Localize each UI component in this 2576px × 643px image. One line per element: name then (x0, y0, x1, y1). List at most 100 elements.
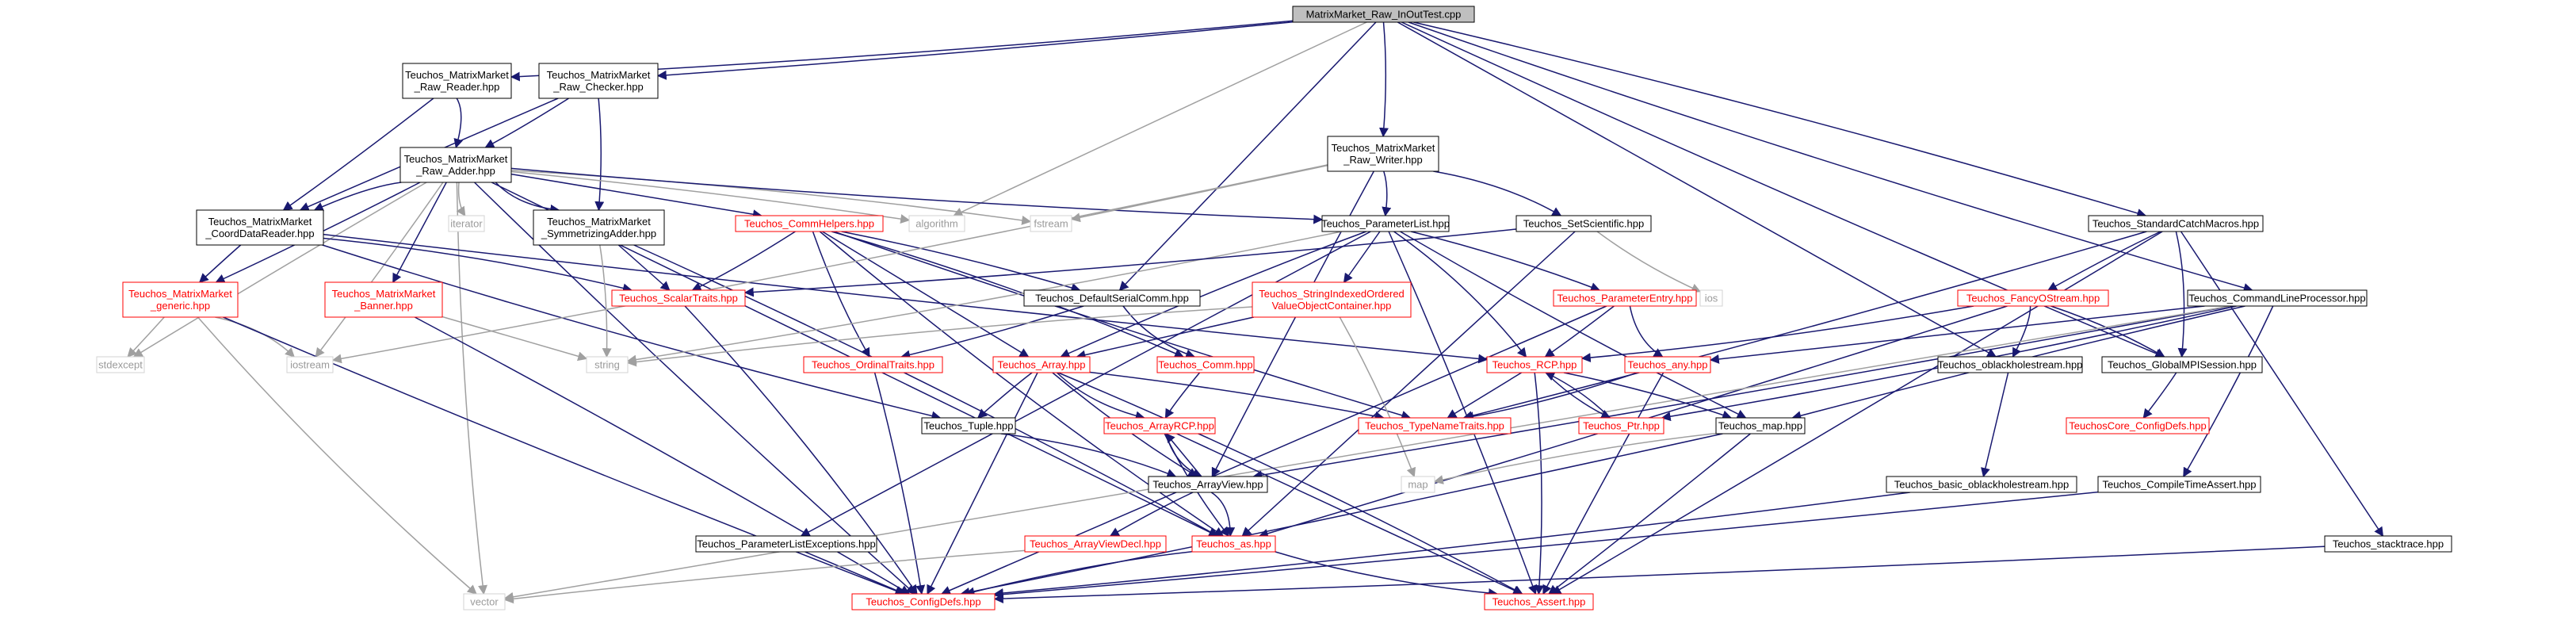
node-arrayview[interactable]: Teuchos_ArrayView.hpp (1148, 476, 1268, 493)
edge-as-to-assert (1275, 551, 1498, 598)
node-box (1321, 215, 1450, 232)
edge-basicoblack-to-configdefs (993, 492, 1910, 598)
node-fstream[interactable]: fstream (1030, 215, 1072, 232)
node-paramlistexc[interactable]: Teuchos_ParameterListExceptions.hpp (695, 535, 877, 553)
node-generic[interactable]: Teuchos_MatrixMarket_generic.hpp (122, 281, 239, 318)
node-box (1292, 6, 1475, 23)
node-box (1103, 417, 1216, 434)
edge-setsci-to-ios (1596, 231, 1702, 293)
node-tuple[interactable]: Teuchos_Tuple.hpp (921, 417, 1016, 434)
node-setsci[interactable]: Teuchos_SetScientific.hpp (1515, 215, 1652, 232)
node-typenametraits[interactable]: Teuchos_TypeNameTraits.hpp (1358, 417, 1512, 434)
edge-commhelpers-to-as (819, 231, 1225, 537)
edge-catch-to-globalmpi (2175, 231, 2188, 358)
node-arrayviewdecl[interactable]: Teuchos_ArrayViewDecl.hpp (1024, 535, 1167, 553)
node-label: _CoordDataReader.hpp (204, 228, 314, 239)
edge-commhelpers-to-typenametraits (833, 231, 1412, 420)
node-box (1699, 289, 1723, 307)
node-box (448, 215, 485, 232)
node-label: iostream (290, 359, 330, 371)
node-label: Teuchos_StandardCatchMacros.hpp (2093, 218, 2259, 230)
node-commhelpers[interactable]: Teuchos_CommHelpers.hpp (735, 215, 884, 232)
node-configdefs[interactable]: Teuchos_ConfigDefs.hpp (851, 593, 996, 610)
node-catch[interactable]: Teuchos_StandardCatchMacros.hpp (2088, 215, 2264, 232)
node-root[interactable]: MatrixMarket_Raw_InOutTest.cpp (1292, 6, 1475, 23)
node-scalartraits[interactable]: Teuchos_ScalarTraits.hpp (611, 289, 746, 307)
edge-paramlist-to-stringindexed (1343, 231, 1381, 283)
node-label: Teuchos_ArrayViewDecl.hpp (1030, 538, 1161, 550)
edge-adder-to-algorithm (510, 170, 911, 224)
node-ordinaltraits[interactable]: Teuchos_OrdinalTraits.hpp (803, 356, 943, 373)
node-oblackhole[interactable]: Teuchos_oblackholestream.hpp (1937, 356, 2083, 373)
node-arrayrcp[interactable]: Teuchos_ArrayRCP.hpp (1103, 417, 1216, 434)
node-algorithm[interactable]: algorithm (908, 215, 965, 232)
edge-paramentry-to-rcp (1544, 305, 1615, 358)
edge-any-to-typenametraits (1464, 372, 1638, 422)
node-stringindexed[interactable]: Teuchos_StringIndexedOrderedValueObjectC… (1252, 281, 1412, 318)
node-writer[interactable]: Teuchos_MatrixMarket_Raw_Writer.hpp (1327, 136, 1439, 172)
node-fancyostream[interactable]: Teuchos_FancyOStream.hpp (1957, 289, 2109, 307)
node-cmdline[interactable]: Teuchos_CommandLineProcessor.hpp (2187, 289, 2368, 307)
edge-oblackhole-to-basicoblack (1981, 372, 2009, 478)
edge-array-to-typenametraits (1089, 371, 1385, 421)
edge-adder-to-banner (392, 182, 447, 284)
node-stdexcept[interactable]: stdexcept (96, 356, 145, 373)
node-label: iterator (450, 218, 483, 230)
node-label: fstream (1034, 218, 1068, 230)
node-rcp[interactable]: Teuchos_RCP.hpp (1486, 356, 1583, 373)
node-box (1252, 281, 1412, 318)
edge-arrayview-to-arrayviewdecl (1109, 492, 1194, 537)
node-label: _Raw_Checker.hpp (552, 81, 643, 93)
node-map[interactable]: map (1401, 476, 1435, 493)
node-checker[interactable]: Teuchos_MatrixMarket_Raw_Checker.hpp (538, 63, 659, 99)
node-label: ValueObjectContainer.hpp (1272, 300, 1392, 312)
node-coord[interactable]: Teuchos_MatrixMarket_CoordDataReader.hpp (196, 209, 324, 246)
edge-root-to-algorithm (953, 21, 1367, 216)
node-symm[interactable]: Teuchos_MatrixMarket_SymmetrizingAdder.h… (533, 209, 665, 246)
node-box (122, 281, 239, 318)
node-map-hpp[interactable]: Teuchos_map.hpp (1715, 417, 1806, 434)
node-label: Teuchos_Array.hpp (997, 359, 1085, 371)
node-any[interactable]: Teuchos_any.hpp (1624, 356, 1711, 373)
node-label: Teuchos_ArrayView.hpp (1152, 479, 1263, 491)
node-globalmpi[interactable]: Teuchos_GlobalMPISession.hpp (2101, 356, 2263, 373)
node-box (921, 417, 1016, 434)
node-paramentry[interactable]: Teuchos_ParameterEntry.hpp (1553, 289, 1697, 307)
node-box (286, 356, 334, 373)
node-box (1156, 356, 1255, 373)
node-adder[interactable]: Teuchos_MatrixMarket_Raw_Adder.hpp (399, 147, 512, 183)
node-box (324, 281, 443, 318)
node-iostream[interactable]: iostream (286, 356, 334, 373)
node-label: Teuchos_ArrayRCP.hpp (1105, 420, 1214, 432)
node-label: Teuchos_FancyOStream.hpp (1966, 293, 2100, 304)
node-vector[interactable]: vector (463, 593, 506, 610)
edge-adder-to-iterator (456, 182, 466, 217)
node-array[interactable]: Teuchos_Array.hpp (992, 356, 1091, 373)
edge-rcp-to-ptr (1545, 372, 1611, 419)
node-box (1624, 356, 1711, 373)
node-basicoblack[interactable]: Teuchos_basic_oblackholestream.hpp (1886, 476, 2077, 493)
edge-adder-to-stdexcept (132, 182, 427, 358)
node-stacktrace[interactable]: Teuchos_stacktrace.hpp (2324, 535, 2452, 553)
node-comm[interactable]: Teuchos_Comm.hpp (1156, 356, 1255, 373)
edge-cmdline-to-vector (503, 305, 2231, 602)
node-coreconfig[interactable]: TeuchosCore_ConfigDefs.hpp (2066, 417, 2210, 434)
node-iterator[interactable]: iterator (448, 215, 485, 232)
node-box (2324, 535, 2452, 553)
node-ptr[interactable]: Teuchos_Ptr.hpp (1578, 417, 1664, 434)
node-box (1030, 215, 1072, 232)
node-paramlist[interactable]: Teuchos_ParameterList.hpp (1321, 215, 1450, 232)
node-box (1191, 535, 1276, 553)
edge-paramlist-to-map_hpp (1400, 231, 1747, 419)
edge-adder-to-commhelpers (510, 173, 762, 220)
edge-stringindexed-to-array (1076, 316, 1254, 360)
node-compiletime[interactable]: Teuchos_CompileTimeAssert.hpp (2097, 476, 2261, 493)
node-as[interactable]: Teuchos_as.hpp (1191, 535, 1276, 553)
node-defserialcomm[interactable]: Teuchos_DefaultSerialComm.hpp (1023, 289, 1201, 307)
node-string[interactable]: string (586, 356, 629, 373)
node-banner[interactable]: Teuchos_MatrixMarket_Banner.hpp (324, 281, 443, 318)
node-assert[interactable]: Teuchos_Assert.hpp (1484, 593, 1594, 610)
node-reader[interactable]: Teuchos_MatrixMarket_Raw_Reader.hpp (402, 63, 512, 99)
node-ios[interactable]: ios (1699, 289, 1723, 307)
edge-adder-to-coord (313, 182, 402, 212)
